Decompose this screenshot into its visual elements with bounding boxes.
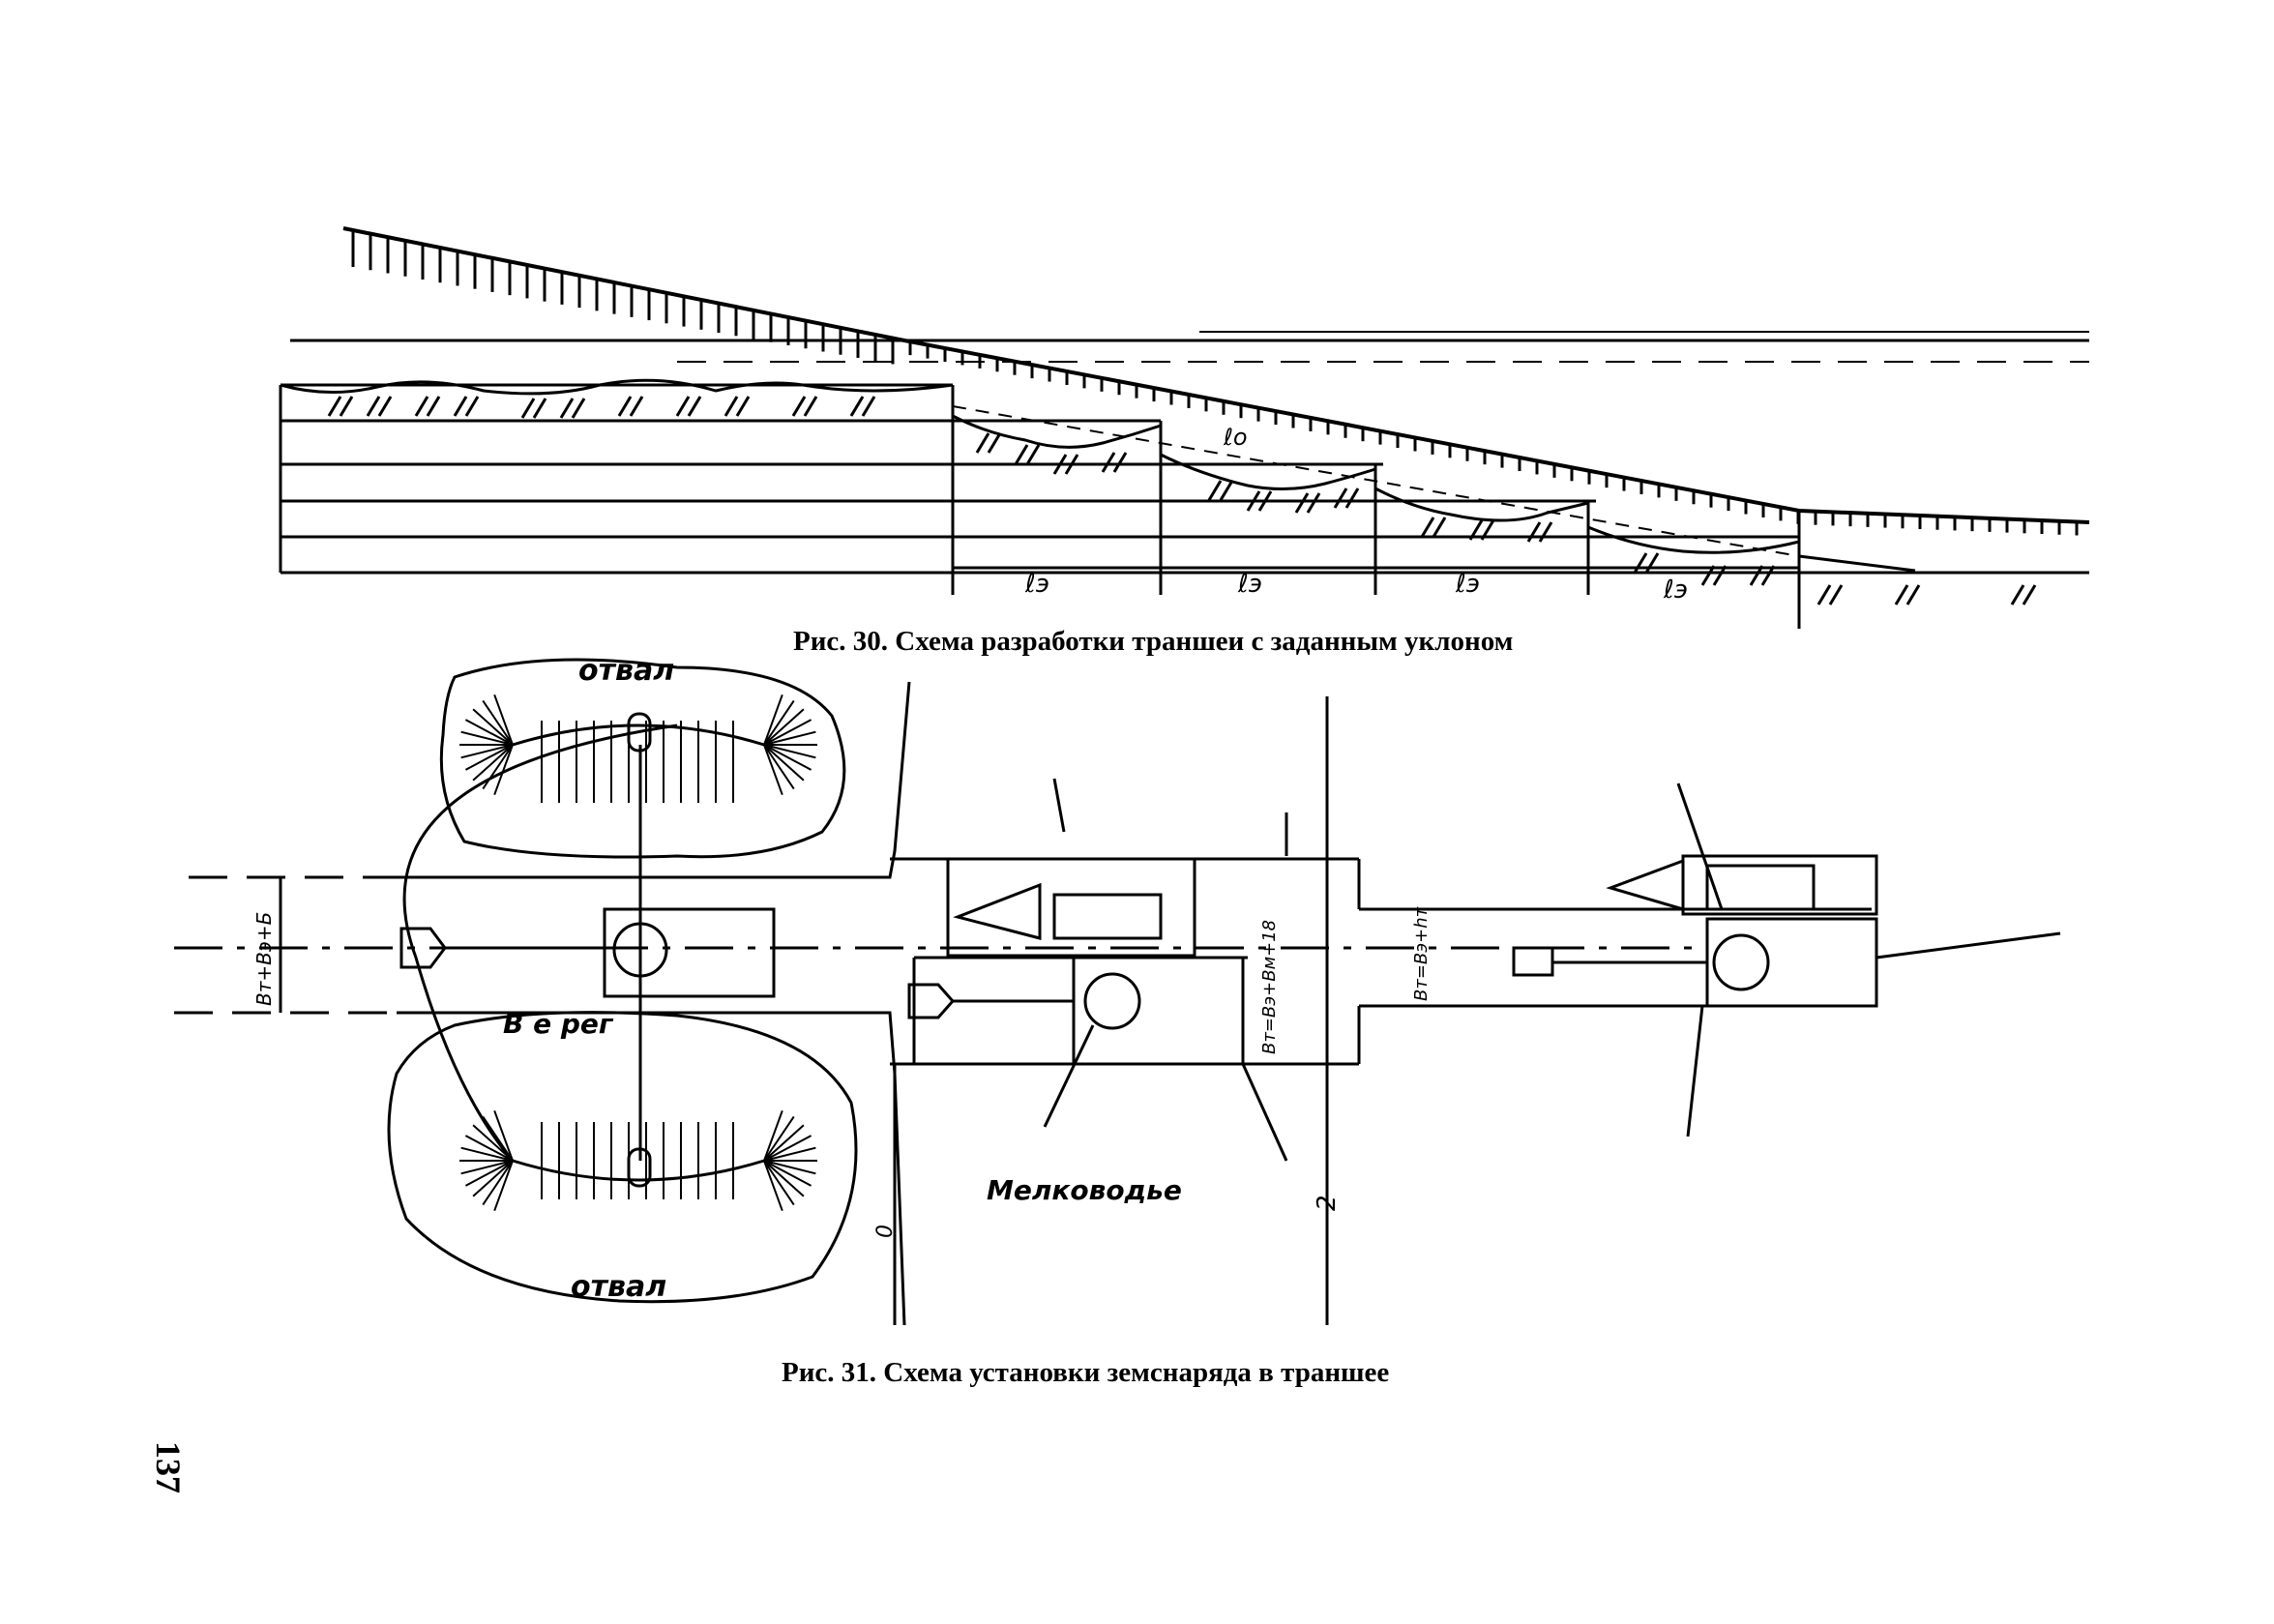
dredger-3-outlet — [1875, 931, 2061, 960]
dredge-profile-4 — [1374, 487, 1589, 522]
spoil-pipe-bottom — [512, 1159, 765, 1182]
dredge-profile-3 — [1160, 453, 1376, 491]
anchor-rope-5 — [1686, 1005, 1704, 1137]
dredge-profile-2 — [952, 414, 1162, 449]
slope-design-line — [952, 405, 1800, 557]
dredge-profile-1 — [280, 378, 954, 396]
anchor-label-2: 2 — [1313, 1195, 1342, 1211]
shallow-water-label: Мелководье — [987, 1174, 1182, 1206]
dredger-3-suction — [1512, 946, 1554, 977]
barge-2-cabin — [1705, 864, 1816, 911]
dredger-3-turret — [1712, 933, 1770, 991]
shore-line — [397, 681, 911, 1326]
segment-label-4: ℓэ — [1663, 576, 1688, 605]
segment-label-3: ℓэ — [1455, 570, 1480, 599]
spoil-label-top: отвал — [578, 654, 674, 688]
figure-30-caption: Рис. 30. Схема разработки траншеи с зада… — [793, 626, 1513, 657]
dredger-2-hull — [1072, 956, 1245, 1066]
spoil-area-bottom — [387, 1011, 858, 1304]
dredger-2-turret — [1083, 972, 1141, 1030]
page-number: 137 — [149, 1441, 188, 1493]
anchor-label-0: 0 — [873, 1225, 898, 1238]
spoil-label-bottom: отвал — [571, 1270, 666, 1304]
barge-cabin — [1052, 893, 1163, 940]
figure-31-caption: Рис. 31. Схема установки земснаряда в тр… — [782, 1357, 1389, 1388]
barge-bow — [953, 882, 1042, 940]
anchor-rope-2 — [1241, 1063, 1288, 1162]
dredge-profile-5 — [1587, 525, 1800, 554]
barge-2-bow — [1606, 858, 1685, 912]
dimension-middle: Вт=Вэ+Вм+18 — [1259, 920, 1280, 1054]
barge-hull — [946, 857, 1196, 958]
segment-label-2: ℓэ — [1237, 570, 1262, 599]
spoil-pipe-arc — [402, 723, 678, 1162]
bottom-profile-right — [1798, 554, 1916, 573]
spoil-area-top — [439, 658, 846, 859]
dredger-3-hull — [1705, 917, 1878, 1008]
soil-hatching — [327, 396, 2037, 605]
dredger-1-hull — [603, 907, 776, 998]
figure-30-diagram — [279, 226, 2090, 629]
dimension-right: Вт=Вэ+hт — [1411, 906, 1432, 1001]
figure-31-diagram — [174, 658, 2061, 1326]
slope-label: ℓо — [1223, 424, 1248, 451]
slope-hatching — [351, 230, 2079, 536]
anchor-rope-4 — [1676, 782, 1724, 910]
segment-label-1: ℓэ — [1024, 570, 1049, 599]
ground-slope-line — [342, 226, 2090, 524]
dimension-left: Вт+Вэ+Б — [252, 912, 276, 1006]
spoil-pipe-top — [512, 723, 765, 747]
anchor-rope-3 — [1043, 1024, 1095, 1128]
anchor-rope-1 — [1052, 778, 1066, 833]
spoil-discharge-rays — [459, 694, 817, 1212]
shore-label: В е рег — [503, 1008, 614, 1040]
dredger-1-suction — [399, 927, 447, 969]
dredger-2-suction — [907, 983, 956, 1019]
